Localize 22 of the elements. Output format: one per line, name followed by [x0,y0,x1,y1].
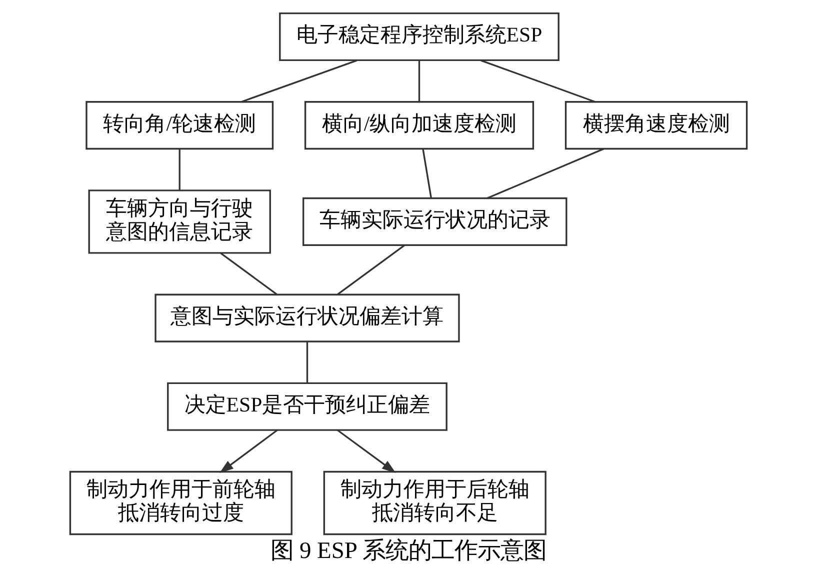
connector [422,148,432,198]
connector [480,60,596,103]
arrow [336,429,396,473]
node-box: 车辆方向与行驶意图的信息记录 [88,190,271,254]
connector [306,342,308,383]
node-box: 意图与实际运行状况偏差计算 [154,294,460,342]
node-box: 决定ESP是否干预纠正偏差 [167,382,448,431]
node-box: 转向角/轮速检测 [86,101,274,150]
node-box: 制动力作用于前轮轴抵消转向过度 [69,470,292,536]
connector [337,244,406,296]
node-box: 车辆实际运行状况的记录 [302,197,568,246]
node-box: 横向/纵向加速度检测 [304,101,534,150]
node-box: 横摆角速度检测 [564,101,748,150]
connector [178,148,180,190]
connector [241,60,358,103]
arrow [220,429,278,473]
caption: 图 9 ESP 系统的工作示意图 [270,538,546,564]
connector [487,148,604,199]
connector [418,60,420,102]
node-box: 制动力作用于后轮轴抵消转向不足 [323,470,546,536]
connector [220,252,278,296]
node-box: 电子稳定程序控制系统ESP [279,12,560,62]
